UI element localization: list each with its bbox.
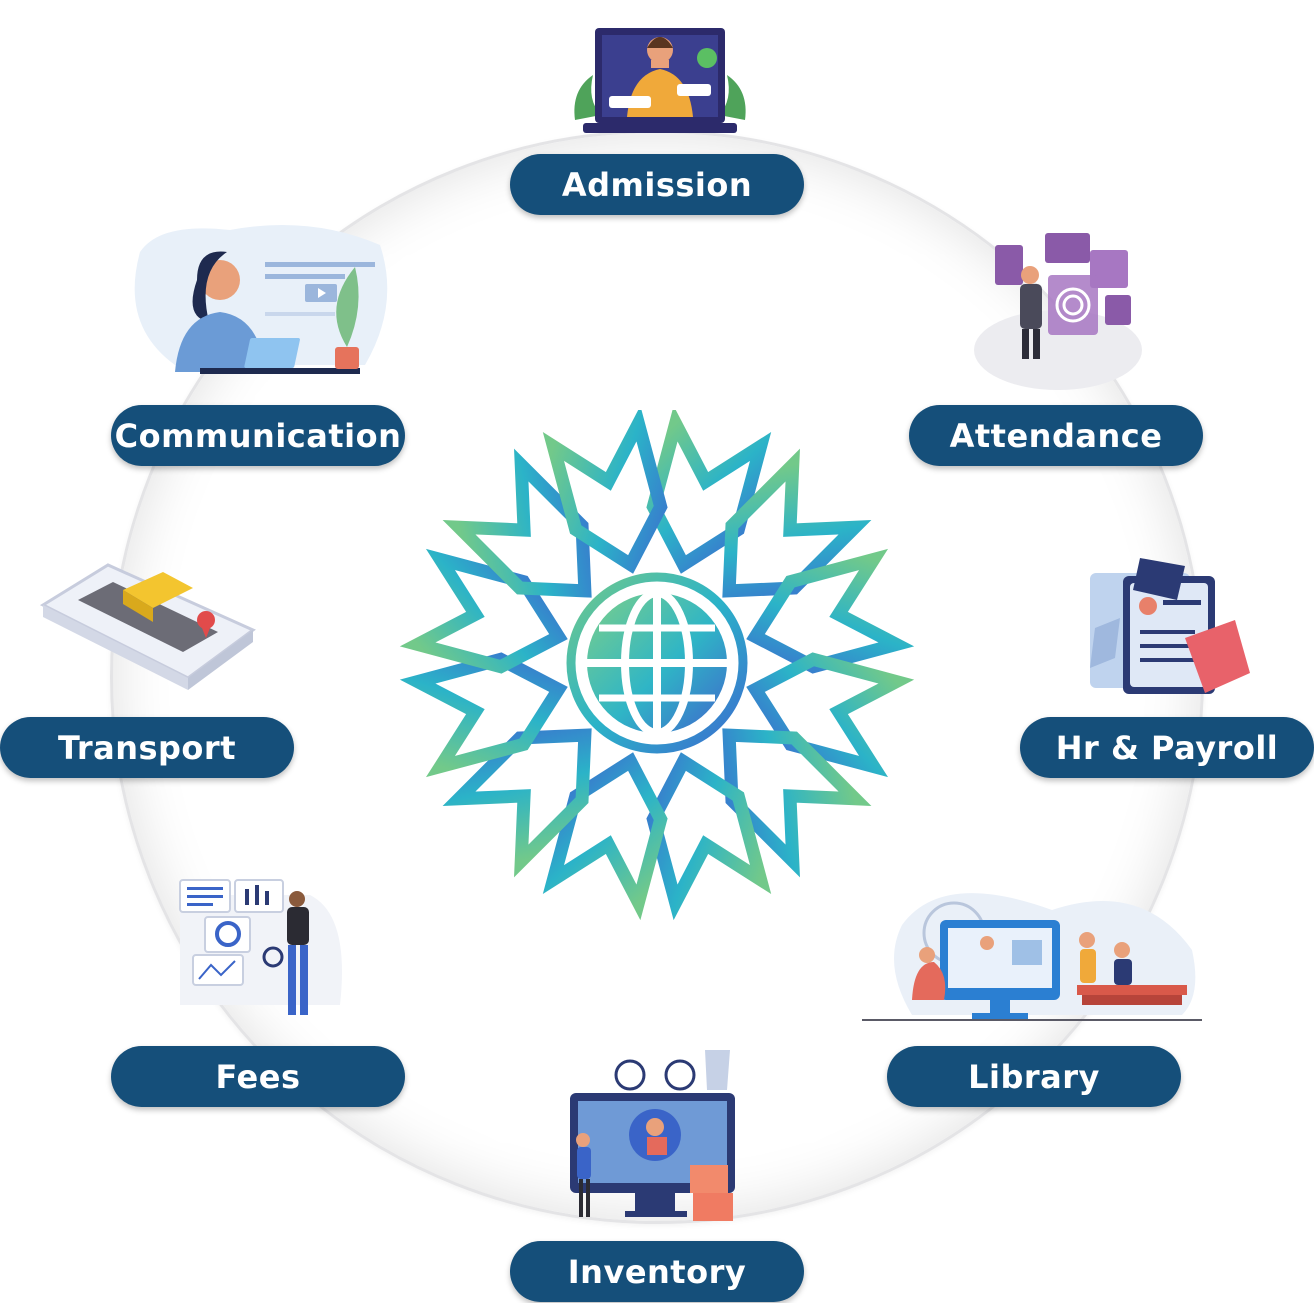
logo-petal <box>542 752 668 920</box>
library-illustration-icon <box>862 893 1202 1021</box>
library-label: Library <box>968 1057 1100 1096</box>
logo-petal <box>442 448 592 598</box>
logo-petal <box>542 410 668 574</box>
attendance-illustration-icon <box>974 233 1142 390</box>
globe-icon <box>566 572 748 754</box>
logo-petal <box>722 728 872 878</box>
transport-illustration-icon <box>39 563 256 690</box>
logo-petal <box>399 652 568 778</box>
hr-payroll-illustration-icon <box>1090 558 1250 694</box>
logo-petal <box>646 410 772 574</box>
logo-petal <box>442 728 592 878</box>
logo-petal <box>722 448 872 598</box>
logo-petal <box>746 548 915 674</box>
fees-illustration-icon <box>179 879 342 1015</box>
inventory-label: Inventory <box>567 1252 747 1291</box>
communication-illustration-icon <box>134 225 388 374</box>
logo-petal <box>399 548 568 674</box>
admission-button[interactable]: Admission <box>510 154 804 215</box>
admission-illustration-icon <box>574 28 746 133</box>
inventory-illustration-icon <box>570 1050 735 1221</box>
library-button[interactable]: Library <box>887 1046 1181 1107</box>
attendance-button[interactable]: Attendance <box>909 405 1203 466</box>
logo-petals <box>399 410 915 920</box>
admission-label: Admission <box>561 165 753 204</box>
inventory-button[interactable]: Inventory <box>510 1241 804 1302</box>
hr-payroll-label: Hr & Payroll <box>1055 728 1279 767</box>
transport-label: Transport <box>58 728 236 767</box>
logo-petal <box>646 752 772 920</box>
fees-button[interactable]: Fees <box>111 1046 405 1107</box>
transport-button[interactable]: Transport <box>0 717 294 778</box>
attendance-label: Attendance <box>949 416 1163 455</box>
communication-button[interactable]: Communication <box>111 405 405 466</box>
communication-label: Communication <box>114 416 402 455</box>
hr-payroll-button[interactable]: Hr & Payroll <box>1020 717 1314 778</box>
fees-label: Fees <box>215 1057 301 1096</box>
globe-flower-logo-icon <box>399 410 915 920</box>
logo-petal <box>746 652 915 778</box>
